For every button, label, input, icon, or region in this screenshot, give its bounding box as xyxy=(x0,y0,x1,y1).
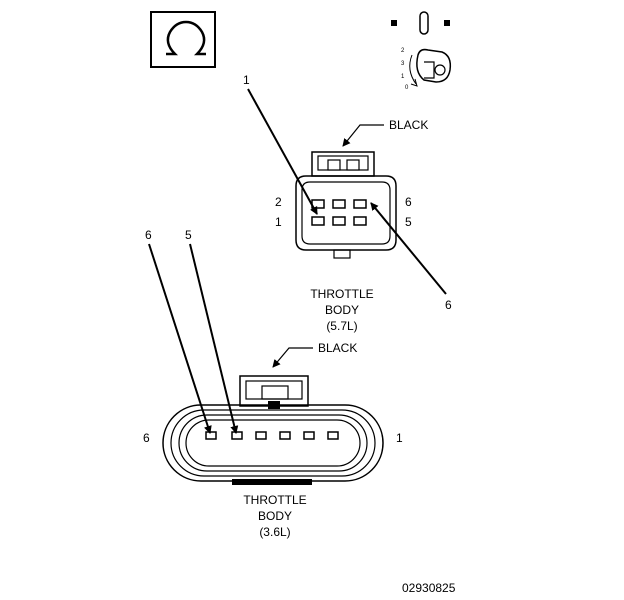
bottom-title-line2: BODY xyxy=(258,509,292,523)
bottom-title-line1: THROTTLE xyxy=(243,493,306,507)
bottom-callout-6: 6 xyxy=(145,228,152,242)
key-position-1: 1 xyxy=(401,74,405,80)
top-pin-5: 5 xyxy=(405,215,412,229)
top-callout-6: 6 xyxy=(445,298,452,312)
omega-icon xyxy=(150,11,216,68)
top-pin-2: 2 xyxy=(275,195,282,209)
bottom-pin-6: 6 xyxy=(143,431,150,445)
top-color-label: BLACK xyxy=(389,118,428,132)
bottom-title-line3: (3.6L) xyxy=(259,525,290,539)
top-callout-1: 1 xyxy=(243,73,250,87)
top-connector: BLACK 2 1 6 5 1 6 THROTTLE BODY (5.7 xyxy=(243,73,452,333)
bottom-pin-1: 1 xyxy=(396,431,403,445)
key-position-2: 2 xyxy=(401,48,405,54)
top-title-line1: THROTTLE xyxy=(310,287,373,301)
bottom-callout-5: 5 xyxy=(185,228,192,242)
diagram-id: 02930825 xyxy=(402,581,456,595)
key-icon: 2 3 1 0 xyxy=(391,11,452,91)
key-position-3: 3 xyxy=(401,61,405,67)
top-pin-1: 1 xyxy=(275,215,282,229)
bottom-connector: BLACK 6 1 6 5 THROTTLE BODY (3.6L) xyxy=(143,228,403,539)
bottom-color-label: BLACK xyxy=(318,341,357,355)
top-pin-6: 6 xyxy=(405,195,412,209)
key-position-0: 0 xyxy=(405,85,409,91)
top-title-line3: (5.7L) xyxy=(326,319,357,333)
top-title-line2: BODY xyxy=(325,303,359,317)
